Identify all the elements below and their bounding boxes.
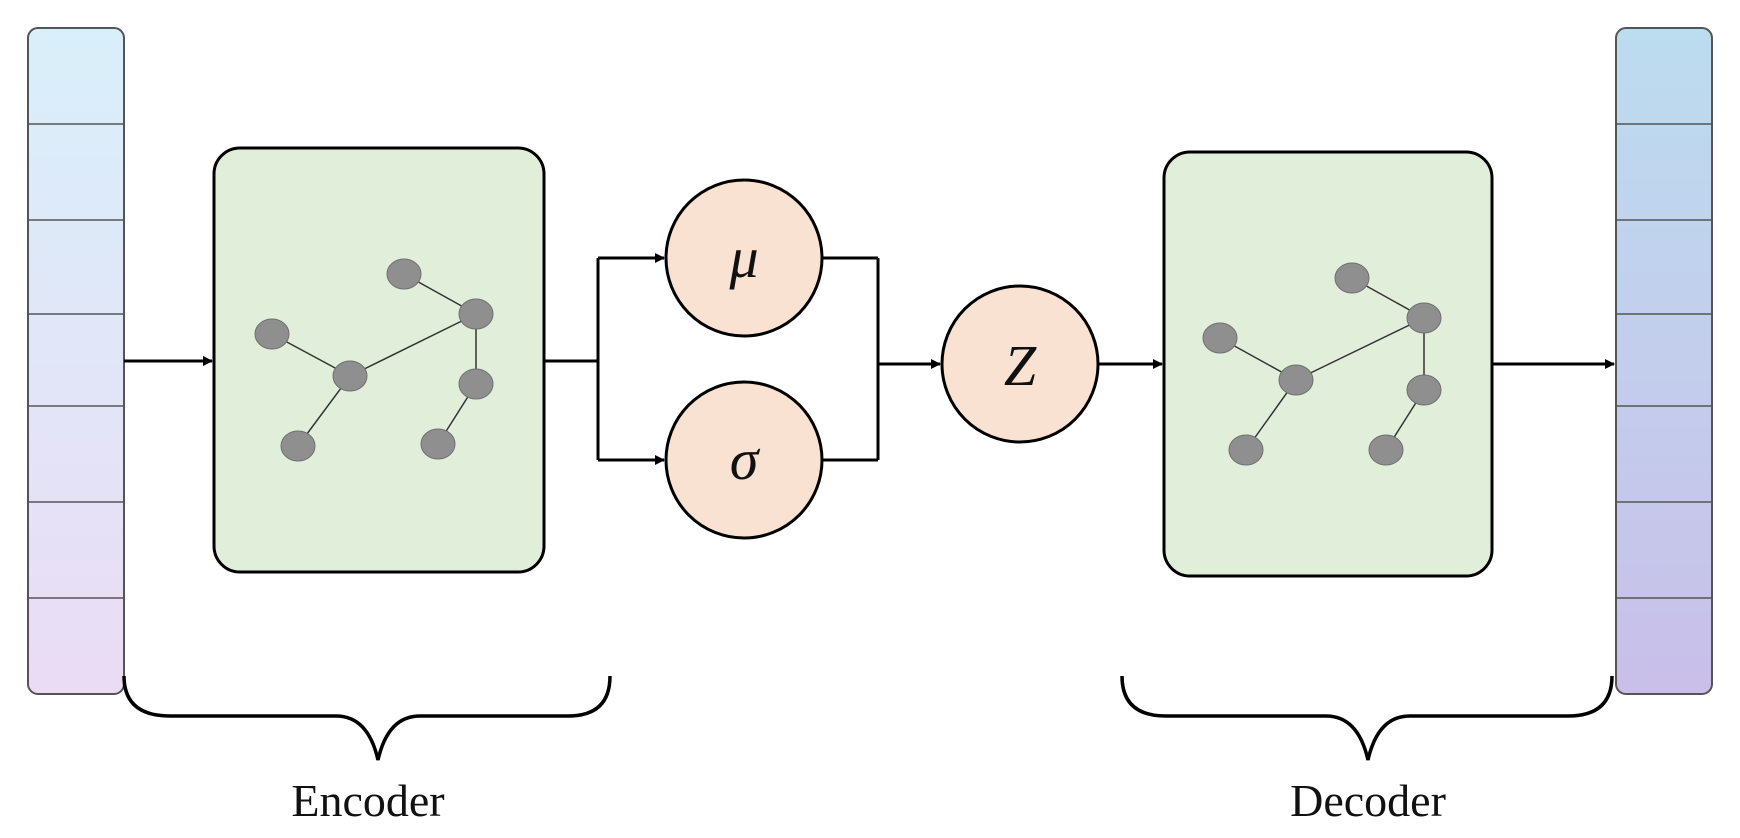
graph-node (1406, 302, 1442, 334)
input-vector-dividers (28, 123, 124, 599)
input-vector (27, 27, 125, 695)
encoder-brace (122, 675, 612, 761)
encoder-label: Encoder (291, 775, 444, 826)
graph-node (332, 360, 368, 392)
graph-node (458, 368, 494, 400)
graph-node (458, 298, 494, 330)
encoder-graph (254, 258, 494, 462)
decoder-block (1162, 150, 1494, 578)
z-node: Z (940, 284, 1100, 444)
output-vector (1615, 27, 1713, 695)
split-connector (544, 253, 665, 465)
mu-node: μ (664, 178, 824, 338)
mu-symbol: μ (728, 225, 758, 290)
merge-connector (822, 256, 941, 462)
graph-node (254, 318, 290, 350)
graph-node (1202, 322, 1238, 354)
graph-node (1406, 374, 1442, 406)
encoder-block (212, 146, 546, 574)
z-symbol: Z (1004, 333, 1037, 398)
sigma-symbol: σ (730, 427, 761, 492)
graph-node (280, 430, 316, 462)
graph-node (420, 428, 456, 460)
graph-node (386, 258, 422, 290)
output-vector-dividers (1616, 123, 1712, 599)
graph-node (1278, 364, 1314, 396)
decoder-label: Decoder (1290, 775, 1446, 826)
graph-node (1334, 262, 1370, 294)
graph-node (1228, 434, 1264, 466)
graph-node (1368, 434, 1404, 466)
sigma-node: σ (664, 380, 824, 540)
decoder-brace (1120, 675, 1614, 761)
decoder-graph (1202, 262, 1442, 466)
